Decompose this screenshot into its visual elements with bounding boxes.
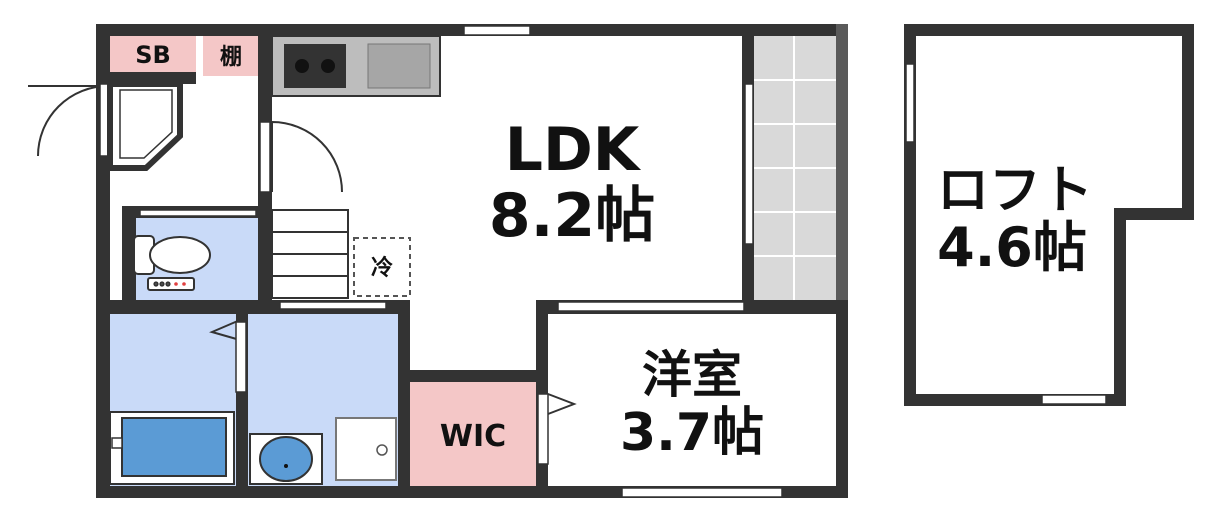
shoe-box: [107, 81, 183, 171]
loft-window-left: [905, 63, 915, 143]
fridge-label: 冷: [371, 255, 393, 281]
burner-right-icon: [321, 59, 335, 73]
loft-name: ロフト: [937, 161, 1093, 221]
loft: ロフト 4.6帖: [904, 24, 1194, 406]
balcony-grid: [752, 36, 836, 300]
ldk-size: 8.2帖: [489, 181, 655, 251]
sb-label: SB: [135, 41, 171, 69]
sb-area: [110, 36, 196, 72]
windows: [139, 25, 783, 498]
cooktop: [284, 44, 346, 88]
wic-room: [410, 382, 536, 486]
loft-size: 4.6帖: [937, 216, 1087, 279]
sink: [367, 43, 431, 89]
ldk-name: LDK: [505, 115, 642, 185]
shoe-box-inner: [119, 89, 173, 159]
doors: [28, 85, 577, 415]
washing-machine-space: [335, 417, 397, 481]
ldk-door-leaf: [259, 121, 271, 193]
burner-left-icon: [295, 59, 309, 73]
western-room-size: 3.7帖: [620, 403, 764, 463]
washbasin: [249, 433, 323, 485]
bath-door-leaf: [235, 321, 247, 393]
stairs: [271, 209, 349, 299]
shelf-area: [203, 36, 260, 76]
wic-label: WIC: [440, 419, 506, 454]
toilet: [133, 235, 211, 291]
shelf-label: 棚: [220, 45, 242, 70]
loft-window-bottom: [1041, 394, 1107, 405]
western-room-name: 洋室: [642, 346, 742, 404]
wic-door-leaf: [537, 393, 549, 465]
bathtub: [109, 411, 235, 485]
fridge-space: [353, 237, 411, 297]
